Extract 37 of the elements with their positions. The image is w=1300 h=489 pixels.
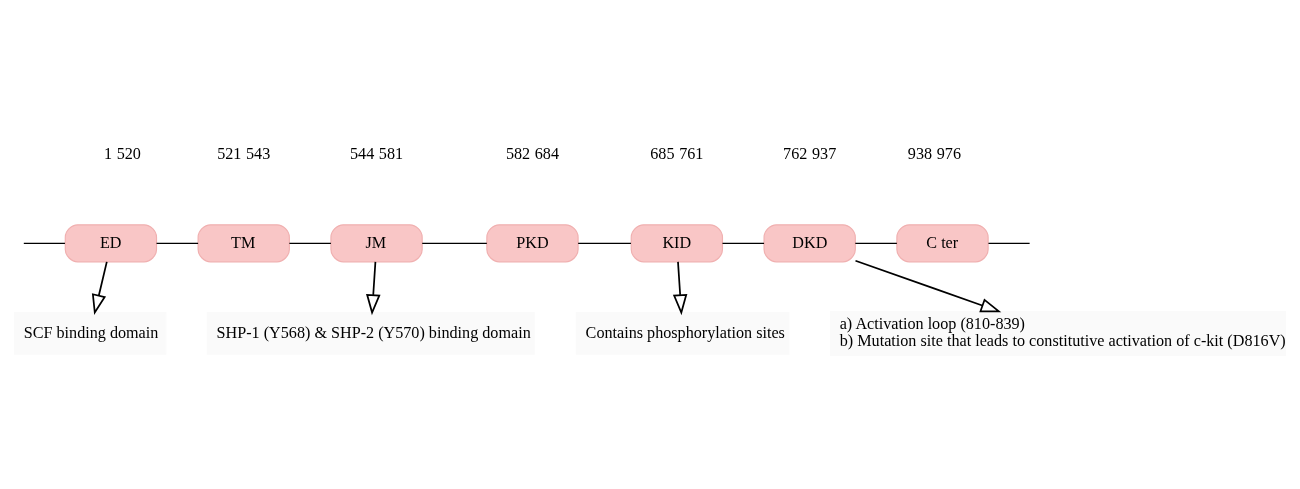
node-label: 1 — [103, 145, 113, 163]
node-label: 543 — [246, 145, 271, 163]
connector — [23, 242, 66, 244]
arrow — [672, 261, 688, 316]
node-label: 938 — [907, 145, 933, 163]
node-box: DKD — [763, 224, 856, 263]
connector — [577, 242, 632, 244]
node-label: 762 — [783, 145, 808, 163]
node-text: Contains phosphorylation sites — [585, 323, 785, 341]
connector — [987, 242, 1031, 244]
connector — [156, 242, 199, 244]
arrow — [91, 261, 108, 316]
node-label: 544 — [349, 145, 375, 163]
node-label: 937 — [811, 145, 837, 163]
node-label: 685 — [650, 145, 675, 163]
node-label: 976 — [936, 145, 961, 163]
node-label: 582 — [505, 145, 531, 163]
node-box: C ter — [896, 224, 989, 263]
node-text: a) Activation loop (810-839) b) Mutation site that leads to constitutive activation of c-kit (D816V) — [839, 315, 1286, 350]
node-box: KID — [630, 224, 724, 263]
node-label: 520 — [116, 145, 141, 163]
node-label: 581 — [378, 145, 404, 163]
node-box: ED — [64, 224, 158, 263]
connector — [288, 242, 332, 244]
arrow — [366, 261, 381, 316]
node-label: 761 — [679, 145, 704, 163]
node-label: 521 — [217, 145, 242, 163]
arrow — [854, 259, 1002, 313]
connector — [854, 242, 898, 244]
node-box: TM — [197, 224, 290, 263]
connector — [721, 242, 765, 244]
node-text: SCF binding domain — [23, 323, 159, 341]
node-box: JM — [330, 224, 423, 263]
node-label: 684 — [534, 145, 560, 163]
node-text: SHP-1 (Y568) & SHP-2 (Y570) binding domain — [216, 323, 531, 341]
connector — [421, 242, 488, 244]
node-box: PKD — [486, 224, 579, 263]
